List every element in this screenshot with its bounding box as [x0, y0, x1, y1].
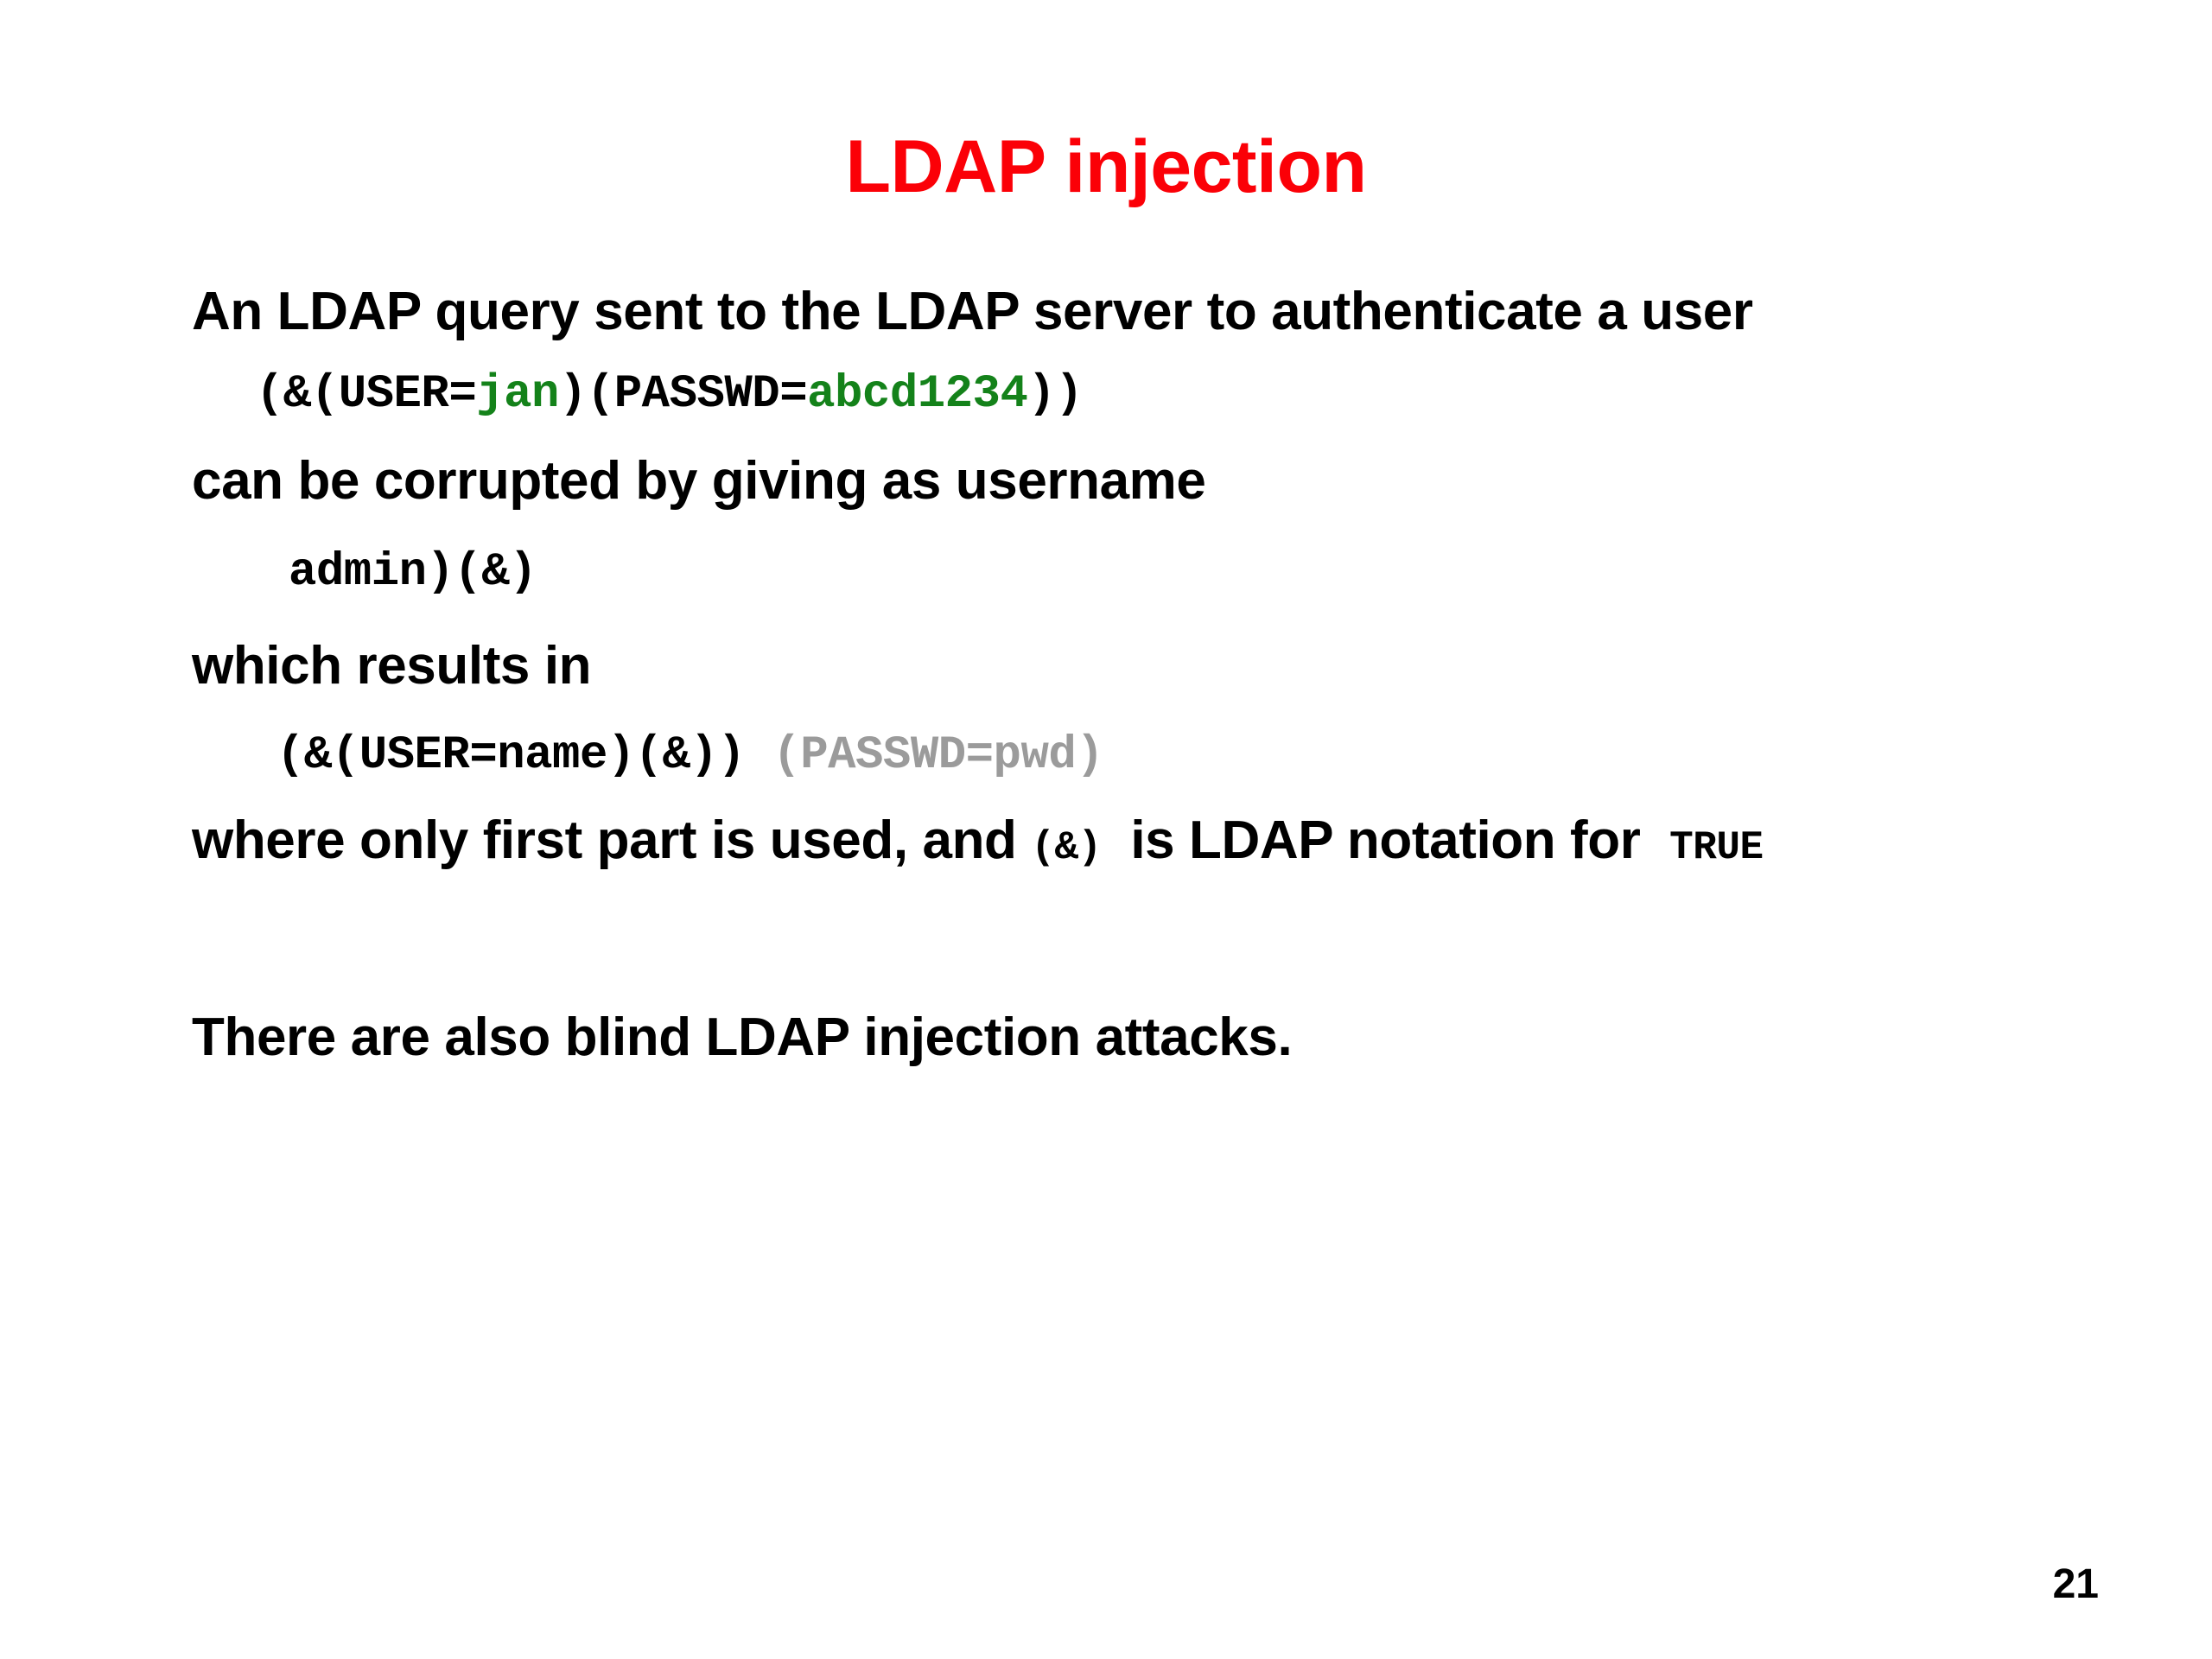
body-line-results: which results in [192, 636, 592, 696]
inline-code-true: TRUE [1669, 825, 1764, 870]
code-token-ignored-part: (PASSWD=pwd) [745, 729, 1104, 782]
inline-code-and-operator: (&) [1031, 825, 1102, 870]
body-line-corrupted: can be corrupted by giving as username [192, 451, 1206, 511]
explanation-text-before: where only first part is used, and [192, 810, 1032, 870]
body-line-intro: An LDAP query sent to the LDAP server to… [192, 282, 1753, 341]
code-token-middle: )(PASSWD= [558, 368, 808, 421]
body-line-blind-attacks: There are also blind LDAP injection atta… [192, 1007, 1293, 1067]
code-token-prefix: (&(USER= [256, 368, 477, 421]
page-number: 21 [2052, 1561, 2099, 1607]
code-line-injected-username: admin)(&) [289, 546, 537, 599]
code-line-ldap-query: (&(USER=jan)(PASSWD=abcd1234)) [192, 372, 2093, 418]
code-token-username-value: jan [476, 368, 559, 421]
code-line-resulting-query: (&(USER=name)(&)) (PASSWD=pwd) [192, 733, 2093, 779]
slide-body: An LDAP query sent to the LDAP server to… [192, 285, 2093, 1065]
explanation-text-middle: is LDAP notation for [1101, 810, 1670, 870]
code-token-active-part: (&(USER=name)(&)) [276, 729, 746, 782]
code-token-password-value: abcd1234 [807, 368, 1028, 421]
page-title: LDAP injection [845, 125, 1367, 208]
code-token-suffix: )) [1027, 368, 1084, 421]
body-line-explanation: where only first part is used, and (&) i… [192, 814, 2093, 868]
